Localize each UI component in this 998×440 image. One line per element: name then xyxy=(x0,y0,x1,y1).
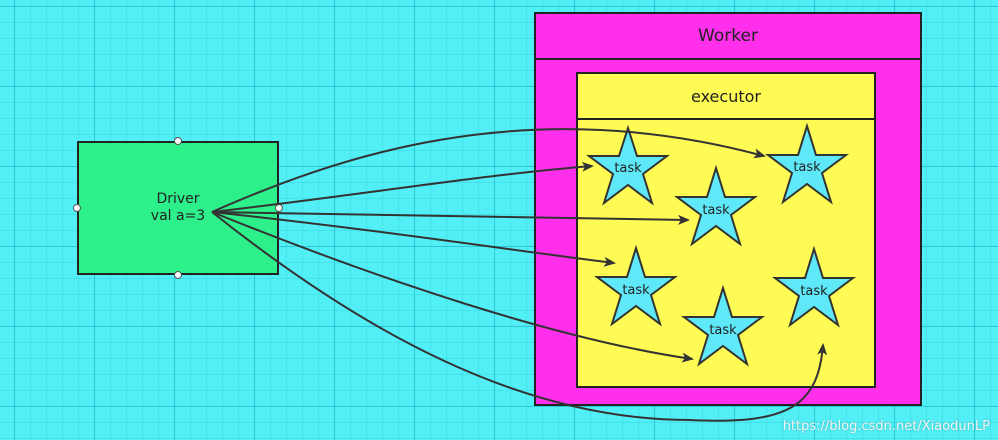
task-star-6: task xyxy=(681,284,765,367)
task-label: task xyxy=(709,323,737,338)
star-shape xyxy=(681,284,765,367)
task-label: task xyxy=(793,160,821,175)
arrow-to-task-top-right xyxy=(211,128,766,213)
task-star-1: task xyxy=(586,124,670,206)
task-label: task xyxy=(702,203,730,218)
resize-handle-top[interactable] xyxy=(174,137,182,145)
executor-header: executor xyxy=(578,74,874,120)
task-label: task xyxy=(622,283,650,298)
arrow-to-task-middle xyxy=(211,211,690,225)
resize-handle-bottom[interactable] xyxy=(174,271,182,279)
star-shape xyxy=(594,244,678,327)
task-label: task xyxy=(614,161,642,176)
arrow-to-task-top-left xyxy=(211,161,594,213)
worker-label: Worker xyxy=(698,26,758,46)
star-shape xyxy=(586,124,670,206)
star-shape xyxy=(765,122,849,205)
executor-label: executor xyxy=(691,86,761,106)
arrow-to-task-lower-left xyxy=(211,211,616,267)
task-star-2: task xyxy=(765,122,849,205)
arrow-to-task-lower-right xyxy=(211,211,828,422)
worker-header: Worker xyxy=(536,14,920,60)
watermark-text: https://blog.csdn.net/XiaodunLP xyxy=(782,419,990,434)
task-label: task xyxy=(800,284,828,299)
resize-handle-left[interactable] xyxy=(73,204,81,212)
task-star-3: task xyxy=(674,164,758,247)
driver-title: Driver xyxy=(156,191,200,207)
arrow-to-task-bottom xyxy=(211,211,694,363)
driver-variable: val a=3 xyxy=(150,208,206,224)
task-star-4: task xyxy=(594,244,678,327)
arrows xyxy=(211,128,828,422)
star-shape xyxy=(674,164,758,247)
star-shape xyxy=(772,245,856,328)
task-star-5: task xyxy=(772,245,856,328)
driver-text: Driver val a=3 xyxy=(79,191,277,225)
